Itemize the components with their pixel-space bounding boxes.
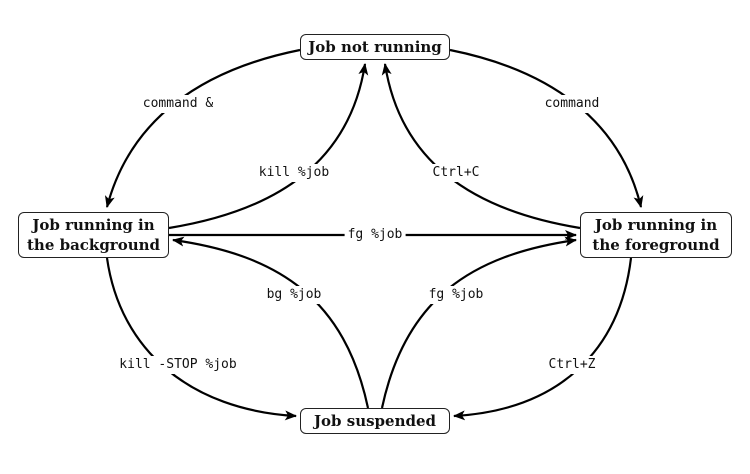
arrow-kill-stop <box>105 257 297 421</box>
label-command-foreground: command <box>541 95 603 113</box>
label-ctrl-c: Ctrl+C <box>429 164 483 182</box>
label-kill-job: kill %job <box>255 164 333 182</box>
state-job-not-running: Job not running <box>300 34 450 60</box>
state-job-background: Job running in the background <box>18 212 169 258</box>
arrow-ctrl-c <box>381 63 581 230</box>
label-bg-job: bg %job <box>263 286 325 304</box>
arrow-fg-suspended-foreground <box>380 236 577 409</box>
label-ctrl-z: Ctrl+Z <box>545 356 599 374</box>
arrow-command-foreground <box>449 48 644 208</box>
label-command-background: command & <box>139 95 217 113</box>
label-kill-stop: kill -STOP %job <box>116 356 240 374</box>
label-fg-background-foreground: fg %job <box>344 226 406 244</box>
state-job-suspended: Job suspended <box>300 408 450 434</box>
arrow-bg-job <box>172 236 370 409</box>
arrow-command-background <box>104 48 301 208</box>
label-fg-suspended-foreground: fg %job <box>425 286 487 304</box>
arrow-ctrl-z <box>453 257 633 421</box>
arrow-kill-job <box>168 63 369 230</box>
state-job-foreground: Job running in the foreground <box>580 212 732 258</box>
